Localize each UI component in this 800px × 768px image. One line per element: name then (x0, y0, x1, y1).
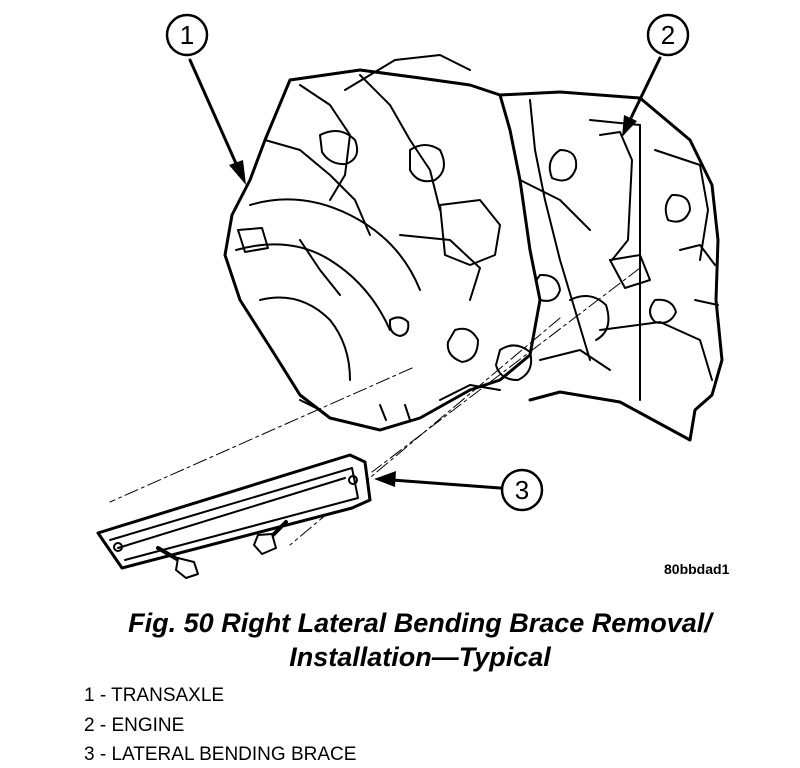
figure-illustration: 1 2 3 (96, 13, 724, 579)
callout-2: 2 (646, 13, 690, 57)
legend-item-engine: 2 - ENGINE (84, 715, 185, 736)
legend-item-transaxle: 1 - TRANSAXLE (84, 685, 225, 706)
bolt-icon (156, 546, 199, 579)
callout-3-number: 3 (515, 475, 529, 505)
figure-code: 80bbdad1 (664, 561, 730, 577)
callout-1: 1 (165, 13, 209, 57)
callout-1-arrow (188, 58, 246, 185)
callout-3-arrow (374, 471, 502, 490)
figure-caption-line-2: Installation—Typical (289, 642, 551, 672)
transaxle-drawing (223, 54, 542, 432)
callout-3: 3 (500, 468, 544, 512)
callout-2-arrow (622, 56, 662, 137)
figure-caption-line-1: Fig. 50 Right Lateral Bending Brace Remo… (128, 608, 712, 638)
engine-drawing (498, 90, 724, 442)
legend-item-lateral-bending-brace: 3 - LATERAL BENDING BRACE (84, 744, 357, 765)
bolt-icon (253, 520, 288, 555)
callout-1-number: 1 (180, 20, 194, 50)
brace-drawing (96, 453, 372, 570)
callout-2-number: 2 (661, 20, 675, 50)
